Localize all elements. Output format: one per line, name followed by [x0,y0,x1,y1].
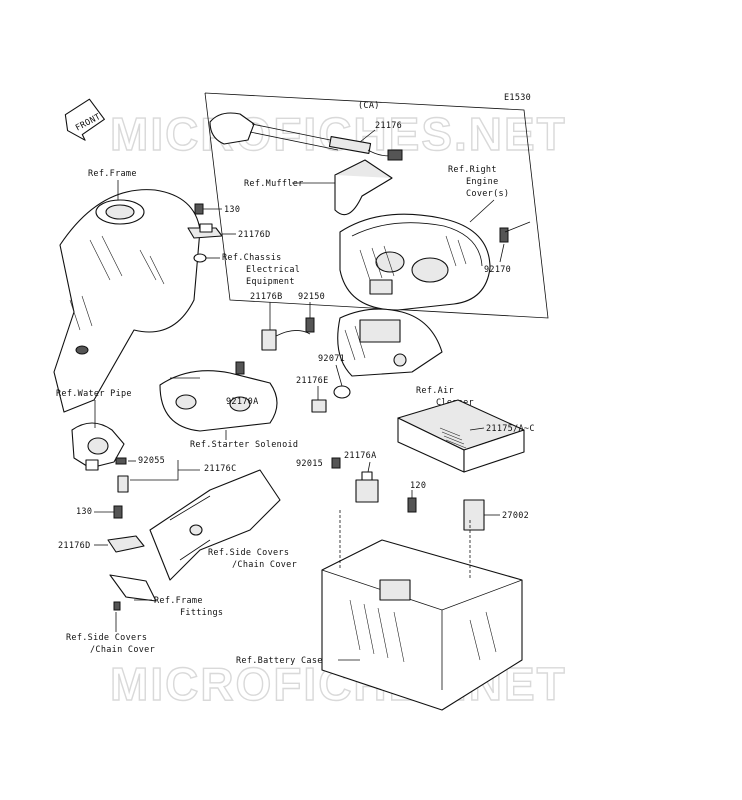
label-92055: 92055 [138,456,165,466]
bolt-130-top [194,203,222,215]
label-21176a: 21176A [344,451,377,461]
label-130-top: 130 [224,205,240,215]
label-92150: 92150 [298,292,325,302]
label-92071: 92071 [318,354,345,364]
frame-fittings [109,574,157,611]
air-cleaner [337,308,443,377]
relay-27002 [463,499,500,531]
label-21176d-bottom: 21176D [58,541,91,551]
sensor-21176a [355,461,417,513]
label-ref-chassis-3: Equipment [246,277,295,287]
sensor-21176b [261,302,315,351]
frame [53,189,201,413]
label-92170: 92170 [484,265,511,275]
sensor-21176c [115,457,200,493]
label-ref-right-cover-1: Ref.Right [448,165,497,175]
label-21176: 21176 [375,121,402,131]
label-21176c: 21176C [204,464,237,474]
label-ref-side-covers-mid-2: /Chain Cover [232,560,297,570]
label-ref-right-cover-3: Cover(s) [466,189,509,199]
label-ref-chassis-1: Ref.Chassis [222,253,282,263]
sensor-21176e [311,364,351,413]
bolt-130-bottom [94,505,123,519]
battery-case [321,510,523,711]
side-cover-bracket [149,469,281,581]
label-21176d-top: 21176D [238,230,271,240]
label-21176b: 21176B [250,292,283,302]
label-120: 120 [410,481,426,491]
label-21175: 21175/A~C [486,424,535,434]
ecu-21175 [397,399,525,473]
label-92015: 92015 [296,459,323,469]
watermark-top: MICROFICHES.NET [110,108,567,160]
label-ref-frame-fittings-2: Fittings [180,608,223,618]
chassis-bracket [193,253,220,263]
label-ref-battery-case: Ref.Battery Case [236,656,323,666]
label-ref-side-covers-mid-1: Ref.Side Covers [208,548,289,558]
water-pipe [71,422,125,471]
label-ref-starter: Ref.Starter Solenoid [190,440,298,450]
muffler-can [334,159,393,216]
label-21176e: 21176E [296,376,329,386]
clip-92015 [331,457,341,469]
label-ref-chassis-2: Electrical [246,265,300,275]
label-ca: (CA) [358,101,380,111]
diagram-code: E1530 [504,93,531,103]
right-engine-cover [339,213,491,311]
label-ref-side-covers-bottom-1: Ref.Side Covers [66,633,147,643]
oxygen-sensor-assembly [209,112,403,161]
starter-solenoid-base [159,361,278,432]
sensor-21176d-bottom [94,535,145,553]
label-92170a: 92170A [226,397,259,407]
label-ref-frame: Ref.Frame [88,169,137,179]
label-ref-muffler: Ref.Muffler [244,179,304,189]
bracket-92170 [499,221,531,243]
label-ref-air-cleaner-1: Ref.Air [416,386,454,396]
label-ref-water-pipe: Ref.Water Pipe [56,389,132,399]
front-arrow-icon: FRONT [64,98,105,141]
label-ref-right-cover-2: Engine [466,177,499,187]
sensor-21176d-top [187,223,236,239]
label-27002: 27002 [502,511,529,521]
ca-callout-frame [204,92,549,319]
label-130-bottom: 130 [76,507,92,517]
label-ref-side-covers-bottom-2: /Chain Cover [90,645,155,655]
label-ref-frame-fittings-1: Ref.Frame [154,596,203,606]
